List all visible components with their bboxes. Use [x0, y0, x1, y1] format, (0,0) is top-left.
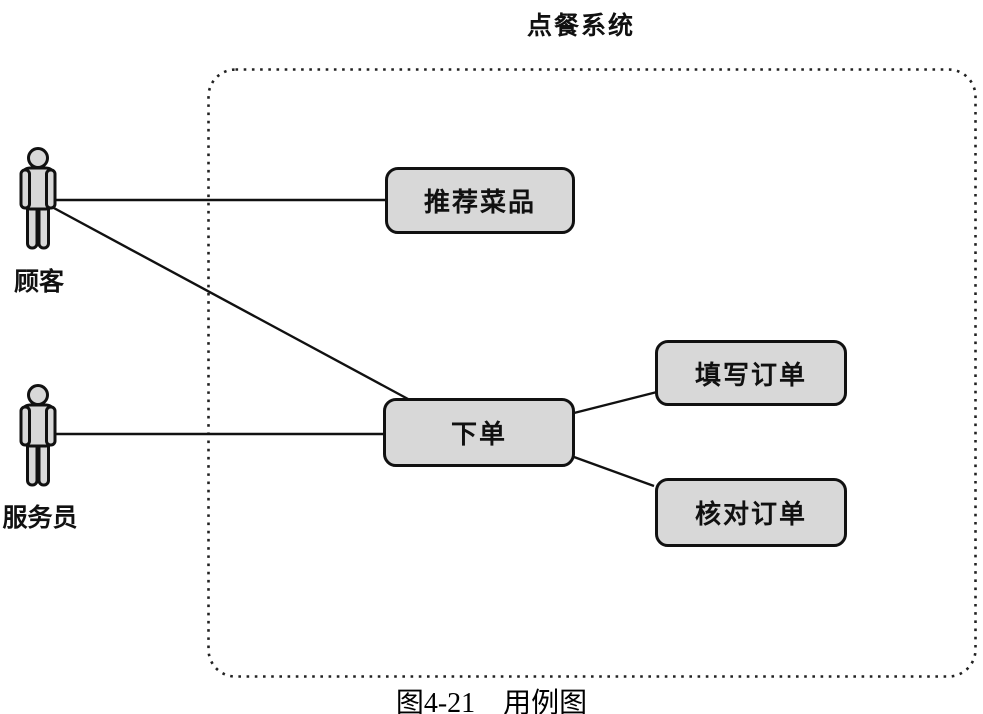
- person-icon: [19, 147, 57, 250]
- system-boundary: [207, 68, 977, 678]
- actor-waiter-label: 服务员: [2, 504, 78, 532]
- association-customer-place-order-line: [51, 205, 409, 401]
- use-case-place-order-label: 下单: [450, 419, 507, 449]
- association-place-order-verify-order-line: [573, 455, 655, 488]
- actor-customer-label: 顾客: [13, 268, 65, 296]
- use-case-fill-order-label: 填写订单: [694, 359, 807, 390]
- use-case-fill-order: 填写订单: [655, 340, 847, 406]
- use-case-recommend-dishes: 推荐菜品: [385, 167, 575, 234]
- use-case-verify-order: 核对订单: [655, 478, 847, 547]
- use-case-recommend-dishes-label: 推荐菜品: [423, 187, 536, 217]
- person-icon: [19, 384, 57, 487]
- use-case-place-order: 下单: [383, 398, 575, 467]
- figure-caption: 图4-21 用例图: [395, 688, 588, 714]
- use-case-verify-order-label: 核对订单: [694, 499, 807, 529]
- association-place-order-fill-order-line: [573, 390, 658, 415]
- diagram-title: 点餐系统: [526, 12, 636, 40]
